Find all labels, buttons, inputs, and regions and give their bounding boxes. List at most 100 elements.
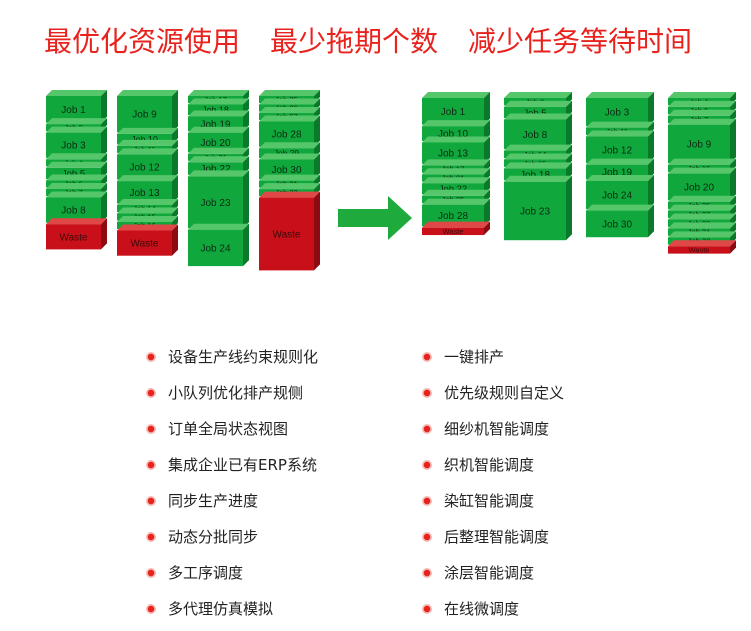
before-col1-job-5: Job 5	[46, 161, 107, 180]
before-block-label: Waste	[273, 230, 301, 241]
arrow-right-icon	[338, 196, 412, 240]
feature-right-item: 一键排产	[422, 343, 564, 379]
feature-right-item-label: 织机智能调度	[444, 456, 535, 474]
bullet-icon	[146, 496, 156, 506]
after-col2-job-23: Job 23	[504, 175, 572, 241]
feature-left-item: 集成企业已有ERP系统	[146, 451, 318, 487]
feature-list-left: 设备生产线约束规则化小队列优化排产规侧订单全局状态视图集成企业已有ERP系统同步…	[146, 343, 318, 631]
feature-right-item: 细纱机智能调度	[422, 415, 564, 451]
before-block-label: Job 22	[200, 164, 230, 175]
after-block-label: Job 24	[602, 191, 632, 202]
before-block-label: Job 1	[61, 105, 86, 116]
before-block-label: Job 24	[200, 243, 230, 254]
headline-part-3: 减少任务等待时间	[468, 25, 693, 58]
before-col1-waste: Waste	[46, 218, 107, 250]
bullet-icon	[422, 424, 432, 434]
after-col1-job-13: Job 13	[422, 136, 490, 164]
feature-left-item-label: 多代理仿真模拟	[168, 600, 274, 618]
before-col3-job-23: Job 23	[188, 170, 249, 229]
feature-right-item-label: 涂层智能调度	[444, 564, 535, 582]
bullet-icon	[422, 388, 432, 398]
before-block-label: Job 13	[129, 188, 159, 199]
feature-left-item: 设备生产线约束规则化	[146, 343, 318, 379]
after-col1-job-1: Job 1	[422, 92, 490, 125]
before-block-label: Job 23	[200, 198, 230, 209]
before-block-label: Job 19	[200, 119, 230, 130]
after-block-label: Job 5	[523, 107, 546, 118]
feature-right-item: 后整理智能调度	[422, 523, 564, 559]
feature-left-item: 小队列优化排产规侧	[146, 379, 318, 415]
after-block-label: Job 22	[439, 183, 467, 194]
after-col4-job-20: Job 20	[668, 167, 736, 201]
feature-right-item-label: 一键排产	[444, 348, 505, 366]
before-block-label: Job 28	[271, 130, 301, 141]
after-block-label: Job 9	[687, 139, 712, 150]
before-col2-waste: Waste	[117, 224, 178, 256]
after-col4-waste: Waste	[668, 240, 736, 255]
before-block-label: Job 30	[271, 165, 301, 176]
before-block-label: Job 12	[129, 163, 159, 174]
before-block-label: Waste	[60, 232, 88, 243]
after-block-label: Job 18	[520, 170, 550, 181]
feature-right-item-label: 后整理智能调度	[444, 528, 550, 546]
bullet-icon	[146, 532, 156, 542]
feature-left-item-label: 小队列优化排产规侧	[168, 384, 304, 402]
feature-left-item: 多代理仿真模拟	[146, 595, 318, 631]
before-block-label: Job 5	[62, 169, 85, 180]
headline-part-1: 最优化资源使用	[44, 25, 241, 58]
before-block-label: Job 29	[274, 148, 299, 158]
after-col1-job-28: Job 28	[422, 198, 490, 227]
before-col4-job-28: Job 28	[259, 115, 320, 147]
after-block-label: Job 30	[602, 219, 632, 230]
feature-left-item-label: 设备生产线约束规则化	[168, 348, 319, 366]
after-col3-job-3: Job 3	[586, 92, 654, 127]
after-block-label: Job 28	[438, 211, 468, 222]
before-col2-job-13: Job 13	[117, 175, 178, 204]
before-block-label: Job 10	[131, 134, 158, 144]
before-block-label: Waste	[131, 239, 159, 250]
after-block-label: Waste	[443, 227, 464, 236]
headline-part-2: 最少拖期个数	[270, 25, 439, 58]
feature-right-item: 织机智能调度	[422, 451, 564, 487]
feature-left-item-label: 多工序调度	[168, 564, 244, 582]
before-col1-job-3: Job 3	[46, 126, 107, 158]
after-block-label: Job 20	[684, 182, 714, 193]
bullet-icon	[146, 388, 156, 398]
before-col4-waste: Waste	[259, 191, 320, 271]
feature-right-item: 染缸智能调度	[422, 487, 564, 523]
after-block-label: Job 1	[441, 107, 466, 118]
feature-left-item: 订单全局状态视图	[146, 415, 318, 451]
bullet-icon	[146, 460, 156, 470]
bullet-icon	[146, 604, 156, 614]
after-block-label: Waste	[689, 246, 710, 255]
after-col4-job-9: Job 9	[668, 118, 736, 164]
before-col2-job-12: Job 12	[117, 148, 178, 180]
bullet-icon	[146, 568, 156, 578]
before-block-label: Job 3	[61, 141, 86, 152]
before-col3-job-18: Job 18	[188, 98, 249, 115]
before-block-label: Job 8	[61, 206, 86, 217]
bullet-icon	[422, 568, 432, 578]
feature-list-right: 一键排产优先级规则自定义细纱机智能调度织机智能调度染缸智能调度后整理智能调度涂层…	[422, 343, 564, 631]
feature-left-item-label: 同步生产进度	[168, 492, 259, 510]
before-block-label: Job 9	[132, 110, 157, 121]
feature-left-item-label: 动态分批同步	[168, 528, 259, 546]
after-col3-job-24: Job 24	[586, 174, 654, 210]
after-block-label: Job 19	[602, 168, 632, 179]
feature-right-item: 涂层智能调度	[422, 559, 564, 595]
bullet-icon	[422, 460, 432, 470]
after-col3-job-12: Job 12	[586, 130, 654, 164]
feature-left-item-label: 集成企业已有ERP系统	[168, 456, 317, 474]
after-block-label: Job 12	[602, 145, 632, 156]
before-block-label: Job 18	[202, 105, 229, 115]
feature-left-item: 多工序调度	[146, 559, 318, 595]
feature-right-item-label: 细纱机智能调度	[444, 420, 550, 438]
bullet-icon	[146, 352, 156, 362]
feature-left-item: 动态分批同步	[146, 523, 318, 559]
feature-left-item-label: 订单全局状态视图	[168, 420, 289, 438]
before-block-label: Job 20	[200, 138, 230, 149]
bullet-icon	[422, 496, 432, 506]
